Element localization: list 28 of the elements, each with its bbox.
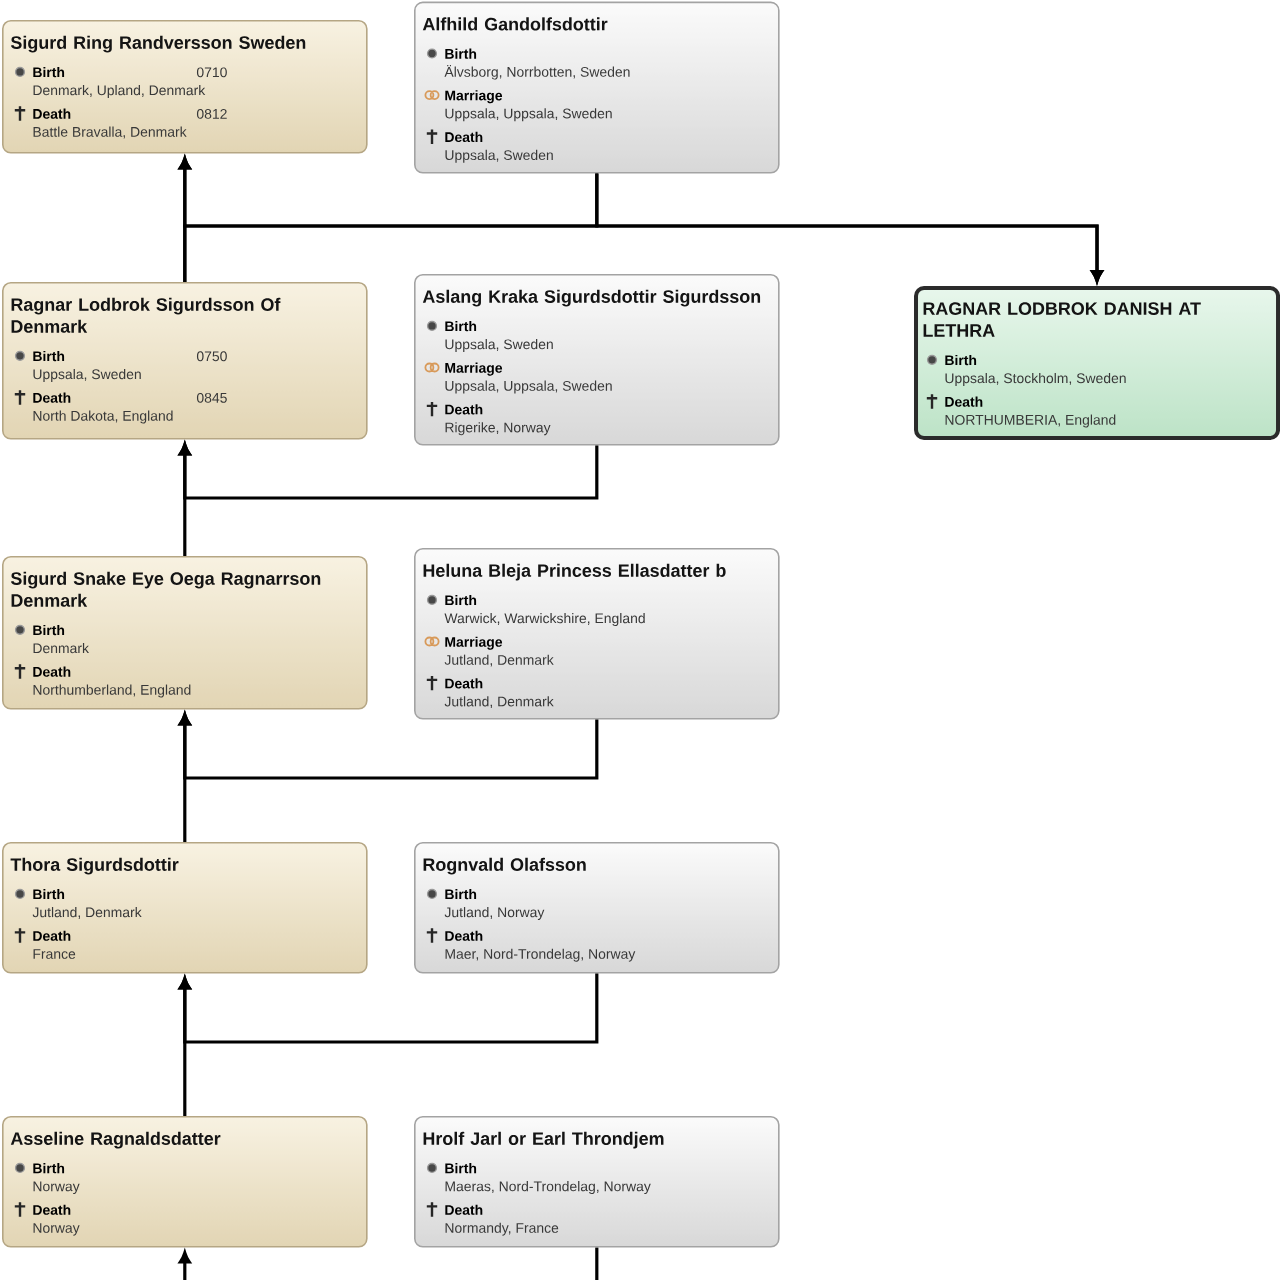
person-box	[414, 1, 780, 174]
person-box	[414, 842, 780, 974]
person-box	[414, 548, 780, 720]
person-name: Ragnar Lodbrok Sigurdsson Of Denmark	[11, 297, 281, 333]
person-name: Aslang Kraka Sigurdsdottir Sigurdsson	[422, 289, 761, 307]
person-name: Alfhild Gandolfsdottir	[422, 17, 608, 31]
person-box	[2, 282, 368, 440]
arrow	[178, 1251, 191, 1280]
person-box	[2, 556, 368, 710]
person-name: Thora Sigurdsdottir	[10, 857, 179, 875]
person-box	[2, 842, 368, 974]
person-name: Rognvald Olafsson	[423, 857, 586, 875]
person-name: RAGNAR LODBROK DANISH AT LETHRA	[923, 302, 1201, 337]
person-name: Sigurd Ring Randversson Sweden	[10, 35, 306, 53]
person-box	[414, 1116, 780, 1248]
person-box	[2, 20, 368, 154]
person-box	[2, 1116, 368, 1248]
arrow	[178, 973, 599, 1044]
arrow	[595, 173, 1103, 283]
arrow	[178, 713, 599, 780]
person-name: Sigurd Snake Eye Oega Ragnarrson Denmark	[10, 571, 321, 607]
person-name: Asseline Ragnaldsdatter	[10, 1131, 221, 1149]
person-name: Hrolf Jarl or Earl Throndjem	[423, 1131, 664, 1149]
person-box	[914, 286, 1280, 440]
arrow	[178, 443, 599, 500]
connector-line	[595, 1247, 599, 1280]
person-box	[414, 274, 780, 446]
person-name: Heluna Bleja Princess Ellasdatter b	[423, 563, 726, 581]
